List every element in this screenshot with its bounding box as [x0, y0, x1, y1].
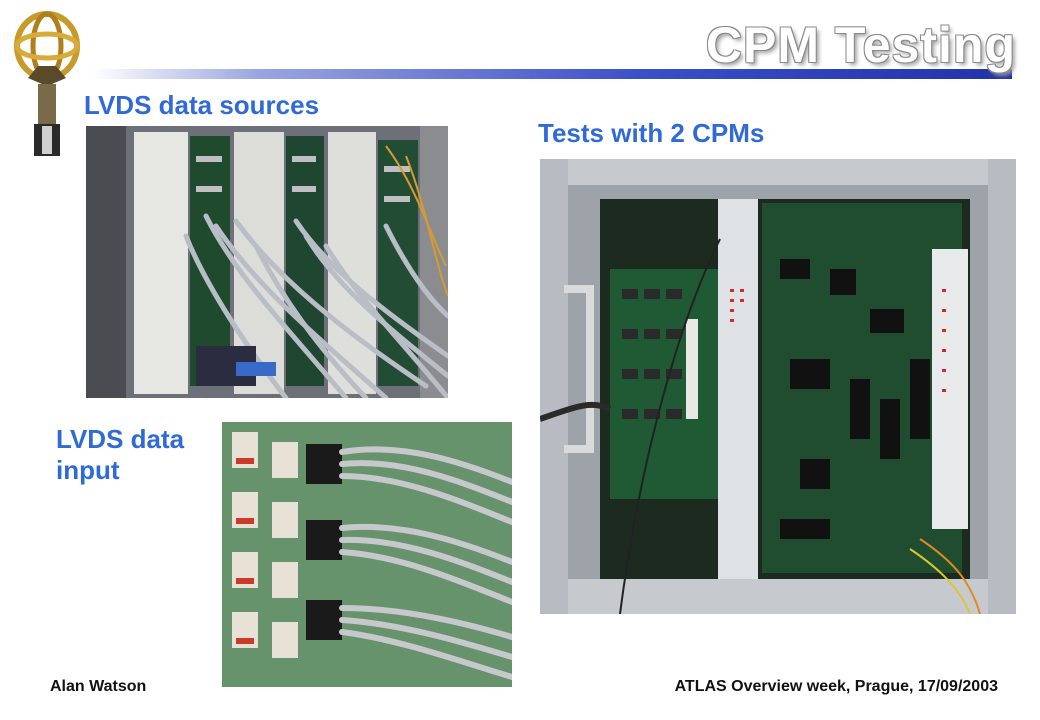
footer-author: Alan Watson: [50, 678, 147, 695]
title-underline: [92, 69, 1012, 79]
label-lvds-data-input-line1: LVDS data: [56, 424, 185, 454]
photo-lvds-data-sources: [86, 126, 448, 398]
label-lvds-data-input: LVDS data input: [56, 424, 184, 486]
page-title: CPM Testing: [705, 17, 1016, 73]
footer-event: ATLAS Overview week, Prague, 17/09/2003: [674, 678, 998, 695]
label-lvds-data-sources: LVDS data sources: [84, 90, 320, 120]
photo-lvds-data-input: [222, 422, 512, 687]
label-tests-with-2-cpms: Tests with 2 CPMs: [538, 118, 765, 148]
atlas-logo-icon: [8, 6, 86, 158]
label-lvds-data-input-line2: input: [56, 455, 120, 486]
photo-tests-two-cpms: [540, 159, 1016, 614]
